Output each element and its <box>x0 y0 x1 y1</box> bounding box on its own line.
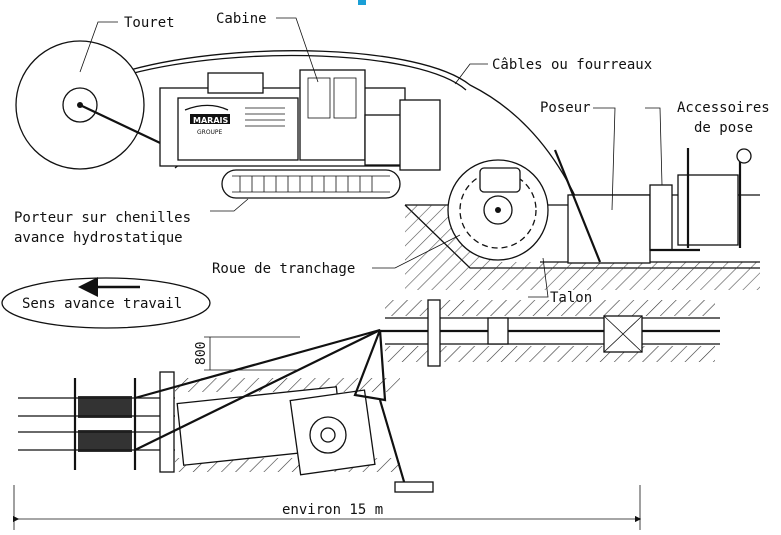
reel-top-view <box>18 371 175 473</box>
direction-indicator: Sens avance travail <box>1 277 211 329</box>
label-porteur-2: avance hydrostatique <box>14 230 183 246</box>
label-touret: Touret <box>124 15 175 31</box>
label-accessoires-2: de pose <box>694 120 753 136</box>
layer-unit <box>553 149 651 264</box>
label-cabine: Cabine <box>216 11 267 27</box>
leader-lines <box>79 17 663 298</box>
length-dimension: environ 15 m <box>12 485 642 530</box>
dimension-800: 800 <box>194 336 300 371</box>
accent-mark <box>358 0 366 5</box>
label-cables: Câbles ou fourreaux <box>492 57 652 73</box>
label-800: 800 <box>194 342 209 365</box>
label-poseur: Poseur <box>540 100 591 116</box>
label-accessoires-1: Accessoires <box>677 100 770 116</box>
laying-accessories <box>649 148 752 252</box>
label-roue: Roue de tranchage <box>212 261 355 277</box>
label-porteur-1: Porteur sur chenilles <box>14 210 191 226</box>
crawler-track <box>221 169 401 199</box>
machine-top-view <box>134 328 434 493</box>
label-sens: Sens avance travail <box>22 296 182 312</box>
vent-grille <box>245 107 285 127</box>
brand-sub: GROUPE <box>197 129 223 136</box>
brand-plate <box>190 114 230 124</box>
label-length: environ 15 m <box>282 502 383 518</box>
brand-name: MARAIS <box>193 116 228 125</box>
trench-plan <box>380 299 720 367</box>
trenching-wheel <box>447 159 549 261</box>
carrier-body: MARAIS GROUPE <box>159 69 441 171</box>
cable-arc <box>129 50 601 261</box>
